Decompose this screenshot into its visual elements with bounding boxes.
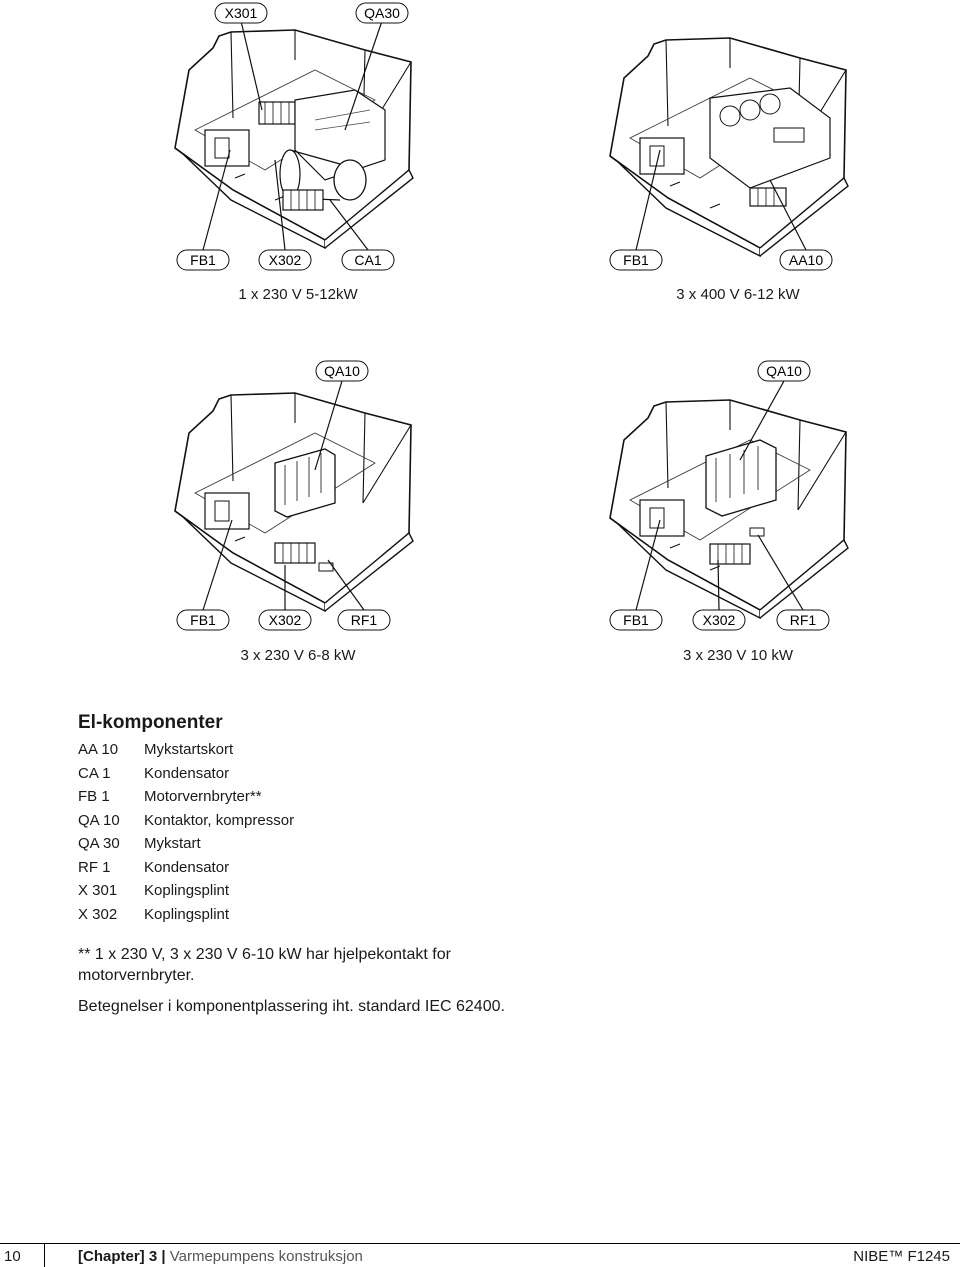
svg-text:FB1: FB1 bbox=[623, 612, 649, 628]
figure-3-caption: 3 x 230 V 6-8 kW bbox=[240, 647, 356, 664]
brand-name: NIBE™ F1245 bbox=[853, 1248, 950, 1265]
svg-text:X301: X301 bbox=[225, 5, 258, 21]
chapter-number: 3 bbox=[148, 1248, 158, 1265]
figure-4-3x230v-10kw: QA10 FB1 X302 RF1 bbox=[609, 360, 849, 631]
label-rf1: RF1 bbox=[776, 609, 830, 631]
legend-code: FB 1 bbox=[78, 788, 110, 806]
label-x302: X302 bbox=[258, 249, 312, 271]
svg-text:QA10: QA10 bbox=[766, 363, 802, 379]
legend-row: RF 1 Kondensator bbox=[78, 856, 294, 880]
page-footer: 10 [Chapter] 3 | Varmepumpens konstruksj… bbox=[0, 1243, 960, 1267]
svg-text:FB1: FB1 bbox=[190, 252, 216, 268]
svg-text:RF1: RF1 bbox=[790, 612, 817, 628]
label-x301: X301 bbox=[214, 2, 268, 24]
footer-divider bbox=[44, 1244, 45, 1267]
svg-text:RF1: RF1 bbox=[351, 612, 378, 628]
svg-text:QA30: QA30 bbox=[364, 5, 400, 21]
legend-code: QA 30 bbox=[78, 835, 120, 853]
legend-desc: Kontaktor, kompressor bbox=[144, 811, 295, 829]
svg-text:X302: X302 bbox=[269, 612, 302, 628]
legend-code: CA 1 bbox=[78, 764, 111, 782]
figure-3-3x230v-6-8kw: QA10 FB1 X302 RF1 bbox=[174, 360, 414, 631]
legend-code: AA 10 bbox=[78, 741, 119, 759]
legend-title: El-komponenter bbox=[78, 712, 223, 733]
chapter-title: Varmepumpens konstruksjon bbox=[169, 1248, 363, 1265]
svg-text:FB1: FB1 bbox=[623, 252, 649, 268]
legend-desc: Koplingsplint bbox=[144, 882, 230, 900]
legend-code: X 302 bbox=[78, 905, 118, 923]
legend-code: X 301 bbox=[78, 882, 118, 900]
legend-desc: Mykstartskort bbox=[144, 741, 234, 759]
figure-2-caption: 3 x 400 V 6-12 kW bbox=[676, 286, 800, 303]
figure-1-caption: 1 x 230 V 5-12kW bbox=[238, 286, 358, 303]
legend-desc: Motorvernbryter** bbox=[144, 788, 262, 806]
label-fb1: FB1 bbox=[609, 609, 663, 631]
label-qa10: QA10 bbox=[315, 360, 369, 382]
chapter-reference: [Chapter] 3 | Varmepumpens konstruksjon bbox=[78, 1248, 363, 1265]
legend-row: X 302 Koplingsplint bbox=[78, 903, 294, 927]
legend-code: RF 1 bbox=[78, 858, 111, 876]
label-rf1: RF1 bbox=[337, 609, 391, 631]
chapter-separator: | bbox=[161, 1248, 166, 1265]
legend-desc: Kondensator bbox=[144, 858, 230, 876]
label-x302: X302 bbox=[258, 609, 312, 631]
svg-text:X302: X302 bbox=[269, 252, 302, 268]
legend-row: FB 1 Motorvernbryter** bbox=[78, 785, 294, 809]
legend-row: QA 10 Kontaktor, kompressor bbox=[78, 809, 294, 833]
component-figures: X301 QA30 FB1 X302 CA1 bbox=[174, 2, 849, 631]
legend-table: AA 10 Mykstartskort CA 1 Kondensator FB 1 M… bbox=[78, 738, 294, 926]
figure-1-1x230v: X301 QA30 FB1 X302 CA1 bbox=[174, 2, 414, 271]
legend-desc: Kondensator bbox=[144, 764, 230, 782]
label-fb1: FB1 bbox=[609, 249, 663, 271]
legend-desc: Mykstart bbox=[144, 835, 201, 853]
legend-code: QA 10 bbox=[78, 811, 120, 829]
svg-text:X302: X302 bbox=[703, 612, 736, 628]
footnote-auxiliary-contact: ** 1 x 230 V, 3 x 230 V 6-10 kW har hjel… bbox=[78, 946, 451, 984]
legend-row: AA 10 Mykstartskort bbox=[78, 738, 294, 762]
svg-text:CA1: CA1 bbox=[354, 252, 381, 268]
svg-text:AA10: AA10 bbox=[789, 252, 823, 268]
label-aa10: AA10 bbox=[779, 249, 833, 271]
note-iec-standard: Betegnelser i komponentplassering iht. s… bbox=[78, 998, 505, 1015]
component-legend: El-komponenter AA 10 Mykstartskort CA 1 Ko… bbox=[78, 712, 294, 926]
label-x302: X302 bbox=[692, 609, 746, 631]
label-qa30: QA30 bbox=[355, 2, 409, 24]
label-qa10: QA10 bbox=[757, 360, 811, 382]
label-fb1: FB1 bbox=[176, 609, 230, 631]
chapter-prefix: [Chapter] bbox=[78, 1248, 145, 1265]
legend-row: CA 1 Kondensator bbox=[78, 762, 294, 786]
svg-text:FB1: FB1 bbox=[190, 612, 216, 628]
label-fb1: FB1 bbox=[176, 249, 230, 271]
label-ca1: CA1 bbox=[341, 249, 395, 271]
legend-row: X 301 Koplingsplint bbox=[78, 879, 294, 903]
legend-desc: Koplingsplint bbox=[144, 905, 230, 923]
figure-4-caption: 3 x 230 V 10 kW bbox=[682, 647, 794, 664]
figure-2-3x400v: FB1 AA10 bbox=[609, 37, 849, 271]
svg-text:QA10: QA10 bbox=[324, 363, 360, 379]
page-number: 10 bbox=[4, 1248, 21, 1265]
legend-row: QA 30 Mykstart bbox=[78, 832, 294, 856]
